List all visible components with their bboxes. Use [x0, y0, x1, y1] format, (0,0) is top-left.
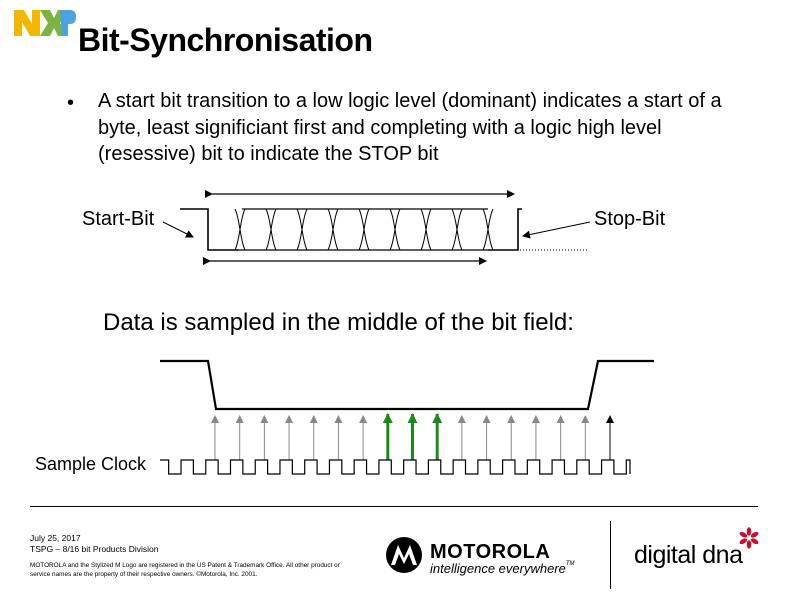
star-petal — [750, 531, 759, 538]
digitaldna-wordmark: digital dna — [634, 541, 743, 569]
start-bit-pointer — [162, 221, 194, 238]
bit-transition-fall — [420, 208, 432, 251]
digitaldna-star-icon — [739, 527, 759, 549]
bullet-marker: • — [67, 92, 75, 114]
motorola-tagline: intelligence everywhereTM — [430, 561, 575, 576]
bullet-text: A start bit transition to a low logic le… — [98, 90, 722, 165]
bit-transition-fall — [234, 208, 246, 251]
nxp-logo-icon — [14, 10, 76, 36]
bit-transition-fall — [327, 208, 339, 251]
start-bit-label: Start-Bit — [82, 208, 155, 230]
slide-title: Bit-Synchronisation — [78, 22, 373, 58]
sample-clock-wave — [160, 459, 631, 475]
motorola-m-icon — [386, 537, 422, 573]
sampled-waveform — [160, 359, 654, 411]
stop-bit-edge — [488, 208, 522, 251]
footer-legal-text: MOTOROLA and the Stylized M Logo are reg… — [30, 562, 340, 578]
start-bit-edge — [180, 208, 238, 251]
star-petal — [746, 540, 752, 549]
bit-transition-fall — [265, 208, 277, 251]
star-petal — [739, 538, 748, 545]
bit-transition-fall — [482, 208, 494, 251]
star-petal — [739, 531, 748, 538]
tagline-trademark: TM — [565, 561, 575, 567]
footer-divider — [30, 506, 758, 507]
sample-arrow-group — [211, 413, 614, 460]
stop-bit-label: Stop-Bit — [594, 208, 666, 230]
motorola-wordmark: MOTOROLA — [430, 541, 551, 563]
footer-date: July 25, 2017 — [30, 533, 81, 543]
bit-transition-group — [234, 208, 494, 251]
bit-transition-fall — [389, 208, 401, 251]
stop-bit-pointer — [522, 221, 591, 239]
footer-division: TSPG – 8/16 bit Products Division — [30, 544, 159, 554]
brand-divider — [610, 521, 611, 589]
star-petal — [746, 527, 752, 536]
bit-transition-fall — [358, 208, 370, 251]
sampled-caption: Data is sampled in the middle of the bit… — [103, 309, 574, 336]
sample-clock-label: Sample Clock — [35, 454, 147, 474]
star-petal — [750, 538, 759, 545]
bit-transition-fall — [451, 208, 463, 251]
bit-transition-fall — [296, 208, 308, 251]
tagline-text: intelligence everywhere — [430, 561, 566, 576]
